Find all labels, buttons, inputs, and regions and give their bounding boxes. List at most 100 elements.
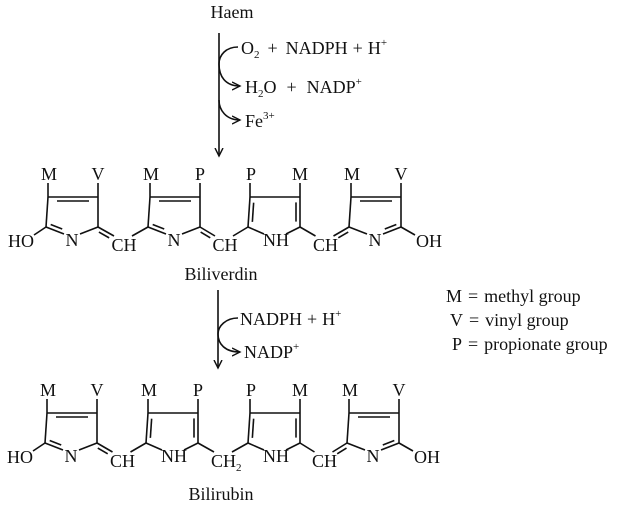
legend-item-methyl: M=methyl group [446,286,581,306]
double-bond-inner [97,447,109,455]
substituent-label: P [193,380,203,400]
double-bond [332,442,348,453]
n-label: N [168,230,181,250]
double-bond [45,226,65,235]
methine-bridge-label: CH [110,451,135,471]
bilirubin-label: Bilirubin [188,484,253,504]
hydroxyl-bond [33,226,47,236]
hydroxyl-bond [398,442,414,452]
double-bond-inner [251,202,255,222]
pyrrole-ring: M P NH [141,380,203,466]
bridge-bond [299,442,315,453]
double-bond [199,226,216,237]
substituent-label: M [342,380,358,400]
pyrrole-ring: M V N [41,164,105,250]
double-bond [333,226,350,237]
curved-arrow-o2 [218,46,240,86]
nh-label: NH [161,446,187,466]
double-bond-inner [49,439,62,446]
nh-label: NH [263,446,289,466]
n-label: N [369,230,382,250]
bond [348,196,352,228]
bond [285,442,301,451]
substituent-label: P [246,380,256,400]
double-bond-inner [382,439,395,446]
step1-reactants: O2+NADPH+H+ [241,37,387,61]
hydroxyl-label-right: OH [414,447,440,467]
double-bond [97,226,115,237]
bridge-bond [197,442,215,453]
double-bond-inner [251,418,255,438]
bond [346,412,350,444]
bond [285,226,301,235]
haem-label: Haem [211,2,254,22]
ch2-subscript: 2 [236,462,242,474]
substituent-label: M [344,164,360,184]
bridge-bond [231,442,249,453]
substituent-label: V [393,380,406,400]
hydroxyl-label-left: HO [8,231,34,251]
bond [348,226,368,235]
step2-products: NADP+ [244,341,299,362]
double-bond-inner [149,418,153,438]
double-bond [380,442,400,451]
bond [78,442,98,451]
double-bond-inner [152,223,165,230]
hydroxyl-label-left: HO [7,447,33,467]
methine-bridge-label: CH [111,235,136,255]
bond [79,226,99,235]
biliverdin-label: Biliverdin [185,264,258,284]
substituent-label: M [41,164,57,184]
substituent-label: M [141,380,157,400]
double-bond-inner [336,447,347,455]
step2-reactants: NADPH+H+ [240,308,341,329]
substituent-label: M [292,164,308,184]
pyrrole-ring: M V N [344,164,408,250]
pyrrole-ring: P M NH [246,380,308,466]
double-bond-inner [50,223,63,230]
pyrrole-ring: M V N [342,380,406,466]
curved-arrow-fe [218,99,240,120]
n-label: N [65,446,78,466]
methine-bridge-label: CH [313,235,338,255]
curved-arrow-nadph [217,317,240,352]
double-bond-inner [200,231,211,239]
substituent-label: M [292,380,308,400]
bridge-bond [299,226,316,237]
bond [145,442,163,451]
bond [45,196,49,228]
double-bond-inner [384,223,397,230]
double-bond [147,226,167,235]
double-bond [247,196,251,228]
legend-item-vinyl: V=vinyl group [450,310,569,330]
n-label: N [367,446,380,466]
double-bond [247,412,251,444]
bridge-bond [130,442,147,453]
bridge-bond [131,226,149,237]
bond [183,442,199,451]
hydroxyl-bond [32,442,46,452]
double-bond-inner [337,231,349,239]
double-bond [382,226,402,235]
double-bond [44,442,64,451]
hydroxyl-bond [400,226,416,236]
step1-iron: Fe3+ [245,110,275,131]
substituent-label: V [395,164,408,184]
ch2-text: CH [211,451,236,471]
substituent-label: V [92,164,105,184]
methine-bridge-label: CH [212,235,237,255]
n-label: N [66,230,79,250]
methine-bridge-label: CH [312,451,337,471]
double-bond-inner [98,231,110,239]
hydroxyl-label-right: OH [416,231,442,251]
substituent-label: P [246,164,256,184]
substituent-label: M [143,164,159,184]
bond [247,226,265,235]
legend-item-propionate: P=propionate group [452,334,608,354]
